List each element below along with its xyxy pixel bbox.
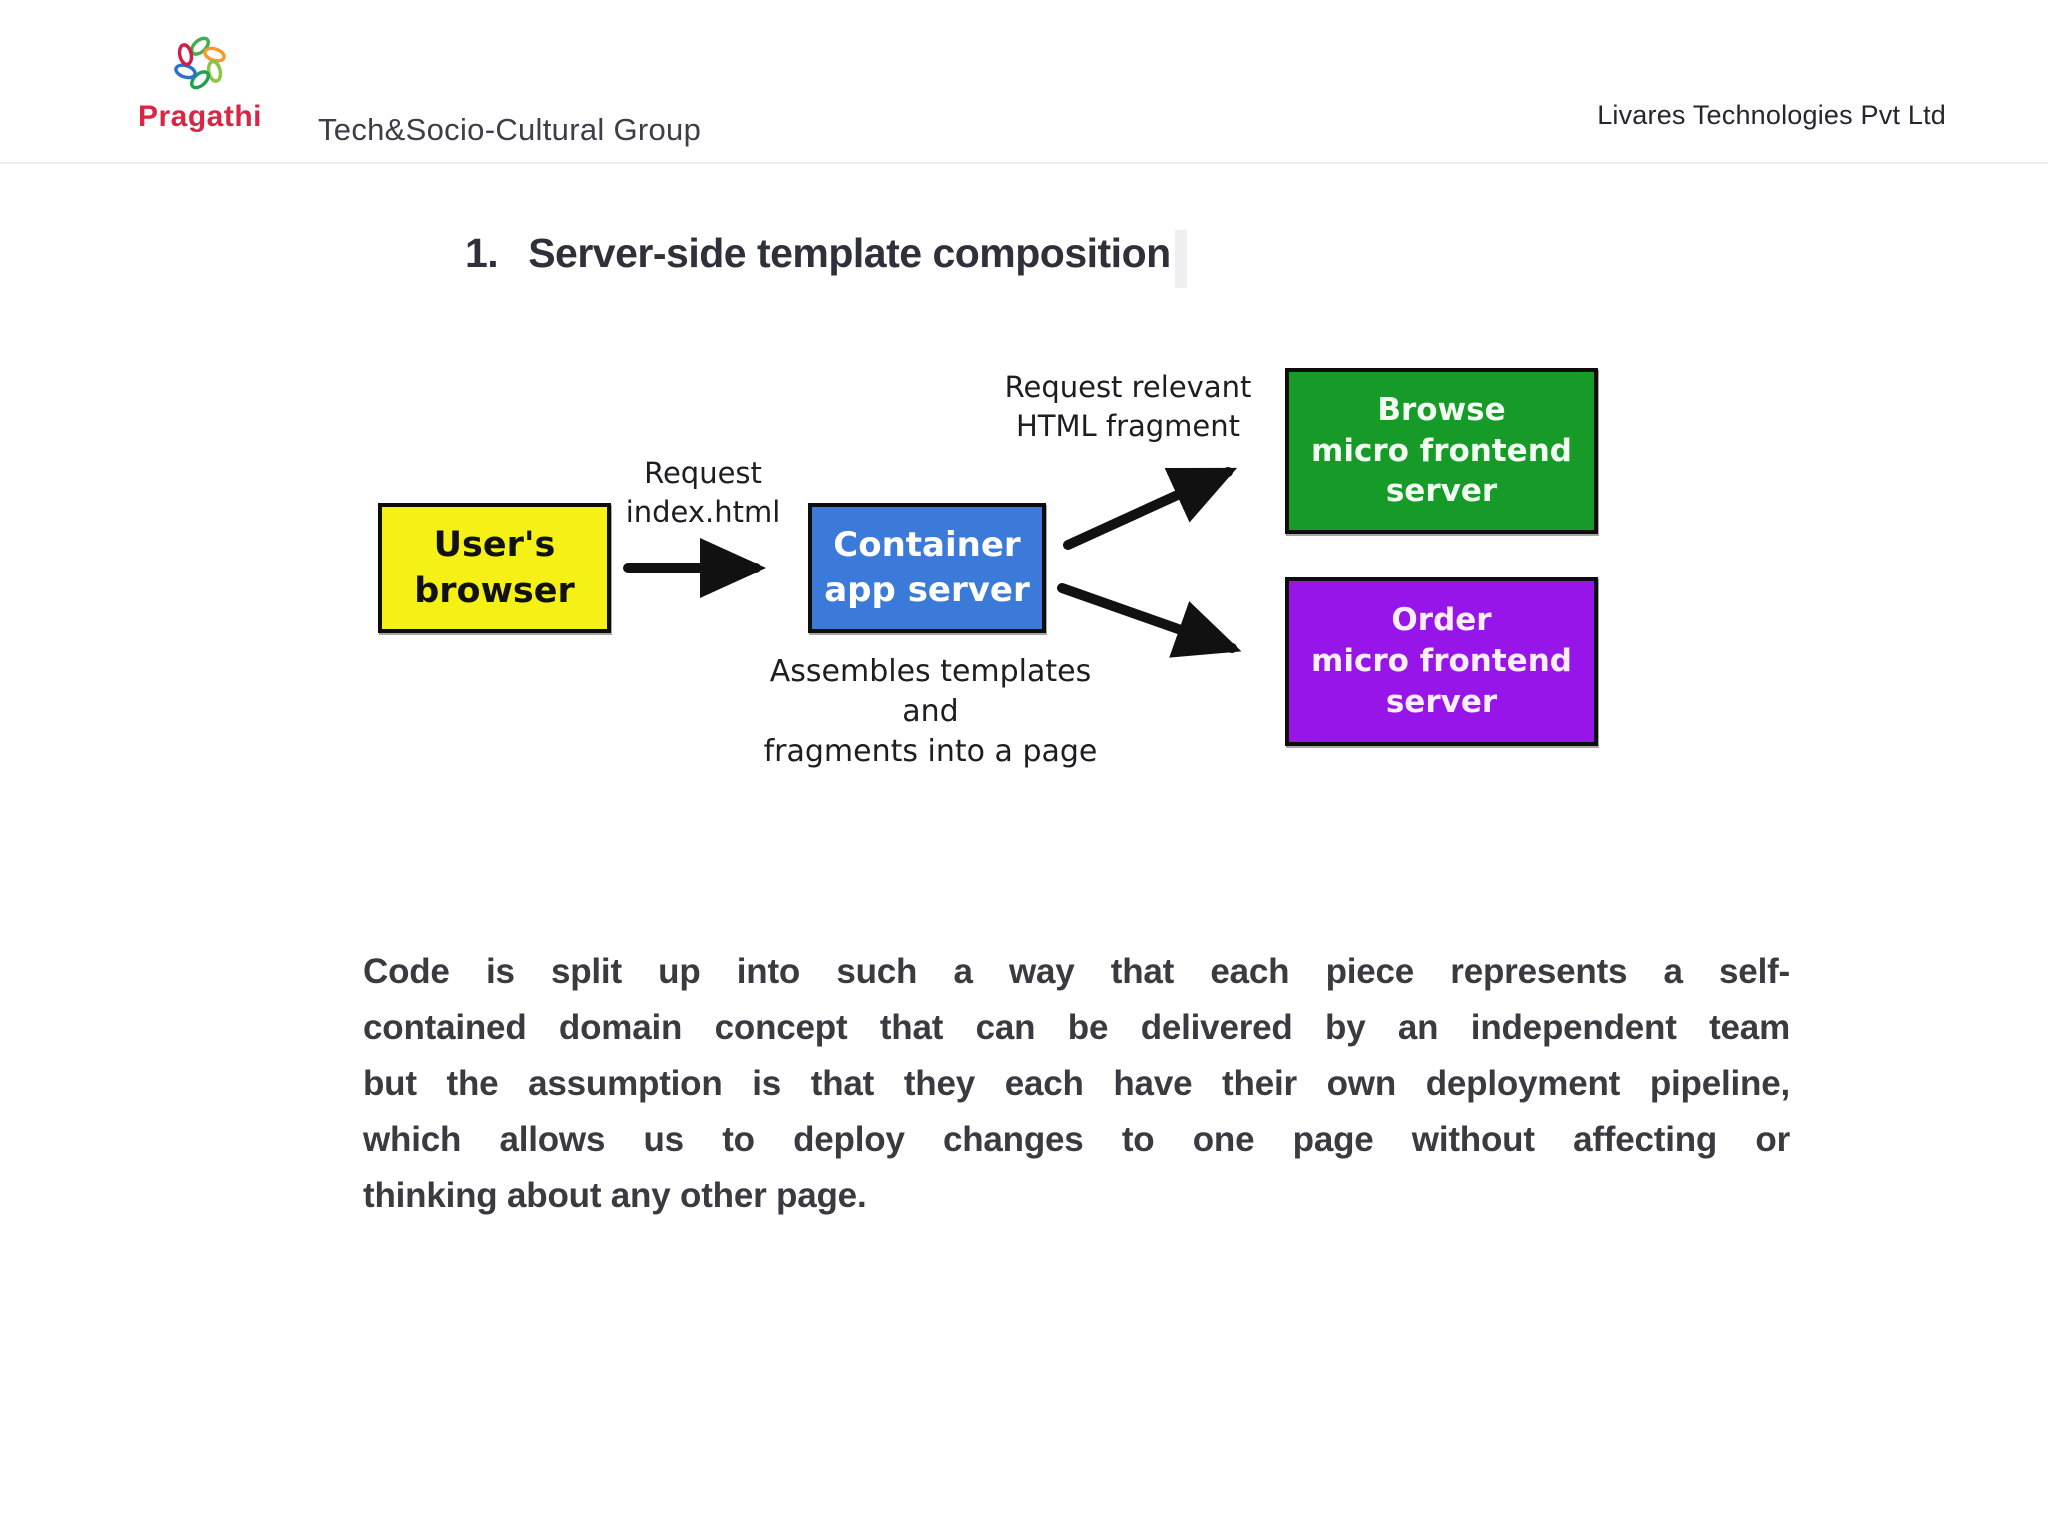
body-line: but the assumption is that they each hav… <box>363 1064 1790 1103</box>
node-browse-mfe-server: Browse micro frontend server <box>1285 368 1598 534</box>
node-container-app-server: Container app server <box>808 503 1046 633</box>
section-heading: 1. Server-side template composition <box>465 230 1187 288</box>
company-name: Livares Technologies Pvt Ltd <box>1597 100 1946 130</box>
brand-block: Pragathi <box>135 28 265 134</box>
heading-number: 1. <box>465 230 499 276</box>
arrow-container-to-browse <box>1063 467 1238 550</box>
body-paragraph: Code is split up into such a way that ea… <box>363 944 1790 1224</box>
text-cursor <box>1174 230 1187 288</box>
group-title: Tech&Socio-Cultural Group <box>318 112 702 147</box>
arrow-container-to-order <box>1057 583 1242 658</box>
pragathi-flower-logo-icon <box>174 36 226 90</box>
label-request-index-html: Request index.html <box>625 456 781 529</box>
label-request-html-fragment: Request relevant HTML fragment <box>1004 370 1252 443</box>
body-line: which allows us to deploy changes to one… <box>363 1120 1790 1159</box>
heading-title: Server-side template composition <box>528 230 1171 276</box>
body-line: thinking about any other page. <box>363 1176 867 1215</box>
body-line: Code is split up into such a way that ea… <box>363 952 1790 991</box>
body-line: contained domain concept that can be del… <box>363 1008 1790 1047</box>
label-assembles-templates: Assembles templates and fragments into a… <box>763 654 1098 770</box>
node-users-browser: User's browser <box>378 503 611 633</box>
brand-name: Pragathi <box>137 100 263 133</box>
header-bar: Pragathi Tech&Socio-Cultural Group Livar… <box>0 0 2048 164</box>
node-order-mfe-server: Order micro frontend server <box>1285 577 1598 746</box>
